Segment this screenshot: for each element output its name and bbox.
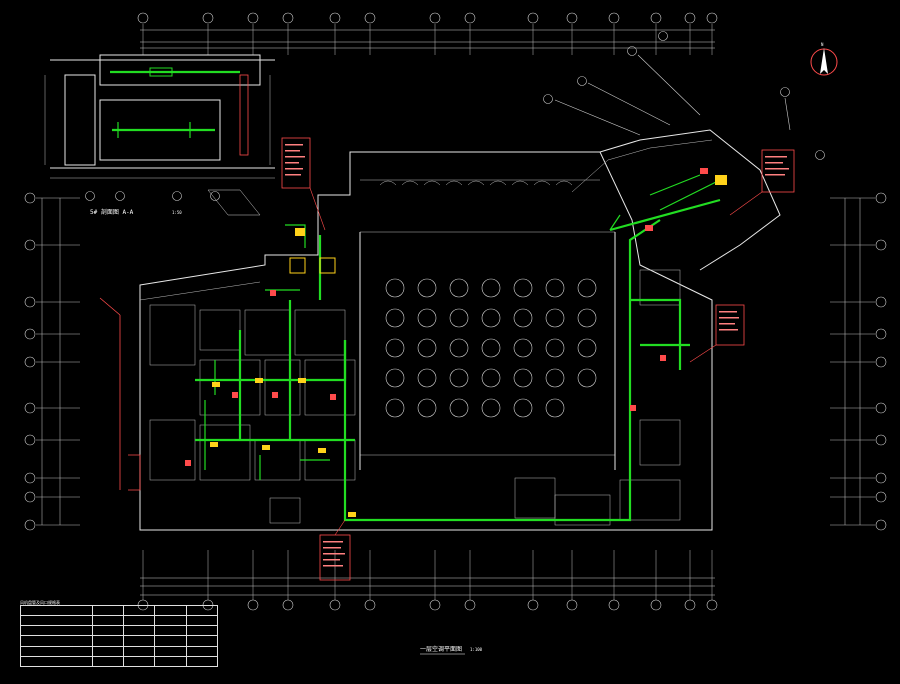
table-cell	[91, 604, 125, 617]
table-cell	[91, 625, 125, 637]
table-cell	[123, 604, 156, 617]
table-cell	[185, 625, 219, 637]
table-cell	[91, 645, 125, 657]
table-cell	[20, 604, 93, 617]
table-cell	[20, 635, 93, 647]
table-cell	[123, 635, 156, 647]
table-cell	[185, 645, 219, 657]
table-cell	[154, 615, 187, 627]
table-cell	[20, 625, 93, 637]
bottom-dimension-chain	[137, 550, 718, 611]
table-cell	[123, 615, 156, 627]
table-cell	[91, 635, 125, 647]
spec-table-title: 风机盘管及风口规格表	[20, 600, 60, 605]
top-dimension-chain	[137, 12, 718, 55]
right-dimension-chain	[830, 192, 887, 531]
section-label: 5# 剖面图 A-A	[90, 208, 134, 216]
left-dimension-chain	[24, 192, 80, 531]
plan-scale: 1:100	[470, 647, 483, 652]
plan-title-block: 一层空调平面图 1:100	[420, 645, 483, 655]
annotation-boxes	[281, 137, 795, 581]
section-aa-drawing: 5# 剖面图 A-A 1:50	[44, 54, 275, 216]
table-cell	[185, 604, 219, 617]
table-row	[20, 645, 219, 657]
table-cell	[123, 645, 156, 657]
wing-axis-bubbles	[543, 31, 825, 160]
table-cell	[123, 655, 156, 668]
table-cell	[154, 625, 187, 637]
table-cell	[154, 604, 187, 617]
table-cell	[20, 645, 93, 657]
table-cell	[91, 655, 125, 668]
section-scale: 1:50	[172, 210, 182, 215]
table-row	[20, 655, 219, 668]
spec-table	[20, 604, 219, 668]
table-cell	[123, 625, 156, 637]
table-cell	[20, 655, 93, 668]
table-cell	[91, 615, 125, 627]
table-row	[20, 625, 219, 637]
duct-network	[195, 174, 721, 522]
banquet-tables	[385, 278, 597, 418]
building-outline	[139, 129, 781, 531]
table-cell	[185, 655, 219, 668]
table-row	[20, 615, 219, 627]
table-cell	[154, 645, 187, 657]
north-label: N	[821, 42, 824, 47]
table-cell	[154, 635, 187, 647]
table-cell	[185, 615, 219, 627]
table-cell	[185, 635, 219, 647]
equipment-units	[185, 168, 727, 517]
kitchen-rooms	[99, 269, 681, 526]
axis-bubble-row-top	[137, 12, 718, 24]
axis-bubble-row-bottom	[137, 599, 718, 611]
table-cell	[154, 655, 187, 668]
plan-title: 一层空调平面图	[420, 645, 462, 653]
table-cell	[20, 615, 93, 627]
north-arrow-icon: N	[810, 42, 838, 76]
table-row	[20, 604, 219, 617]
table-row	[20, 635, 219, 647]
